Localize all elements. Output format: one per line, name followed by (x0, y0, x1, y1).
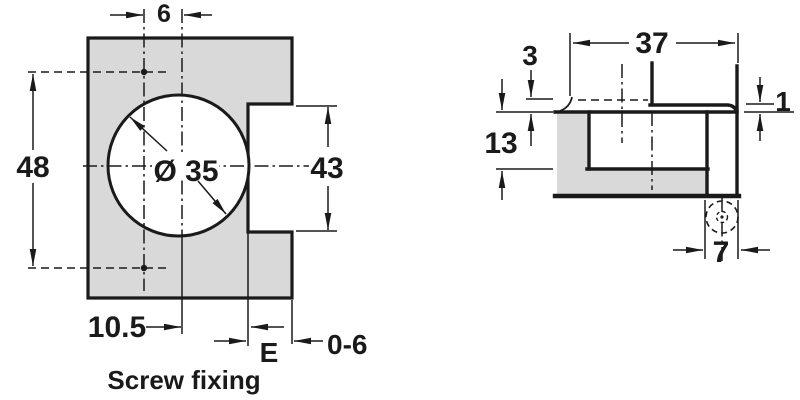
screw-hole-top (140, 68, 148, 76)
dim-0-6-label: 0-6 (327, 329, 367, 360)
caption: Screw fixing (107, 365, 260, 395)
dim-screw-spacing: 48 (16, 74, 50, 266)
dim-e-label: E (260, 337, 279, 368)
door-section-fill (557, 112, 707, 196)
hidden-screw-center (720, 215, 724, 219)
dim-flange-gap: 3 (522, 40, 553, 146)
dim-48-label: 48 (16, 151, 49, 184)
hidden-screw-core (715, 210, 729, 224)
dim-arm-clearance: 1 (744, 77, 794, 141)
dim-overall-depth: 37 (569, 27, 739, 96)
dim-1-label: 1 (775, 86, 791, 117)
dim-43-label: 43 (310, 152, 343, 185)
dim-37-label: 37 (635, 27, 668, 60)
flange-front-curve (559, 96, 573, 112)
side-view: 37 3 13 1 (484, 27, 794, 269)
diameter-leader-upper (129, 116, 168, 152)
dim-7-label: 7 (713, 236, 730, 269)
dim-6-label: 6 (157, 0, 171, 28)
dim-screw-position: 7 (673, 198, 770, 269)
dim-cutout-height: 43 (296, 105, 344, 232)
dim-10-5-label: 10.5 (88, 311, 146, 344)
diameter-leader-lower (197, 180, 227, 215)
dim-cup-diameter: Ø 35 (129, 116, 227, 215)
dim-edge-distance: E 0-6 (214, 329, 367, 368)
diameter-label-mask (152, 155, 219, 180)
dim-diameter-label: Ø 35 (153, 155, 218, 188)
dim-13-label: 13 (484, 127, 517, 160)
front-view: 48 6 43 Ø 35 10.5 (16, 0, 367, 395)
dim-3-label: 3 (522, 40, 538, 71)
arm-bracket-bottom (648, 103, 739, 114)
hidden-screw-circle (705, 200, 739, 234)
dim-drilling-distance: 10.5 (88, 311, 284, 344)
screw-hole-bottom (140, 264, 148, 272)
dim-cup-depth: 13 (484, 79, 518, 200)
dim-screw-offset: 6 (110, 0, 212, 28)
